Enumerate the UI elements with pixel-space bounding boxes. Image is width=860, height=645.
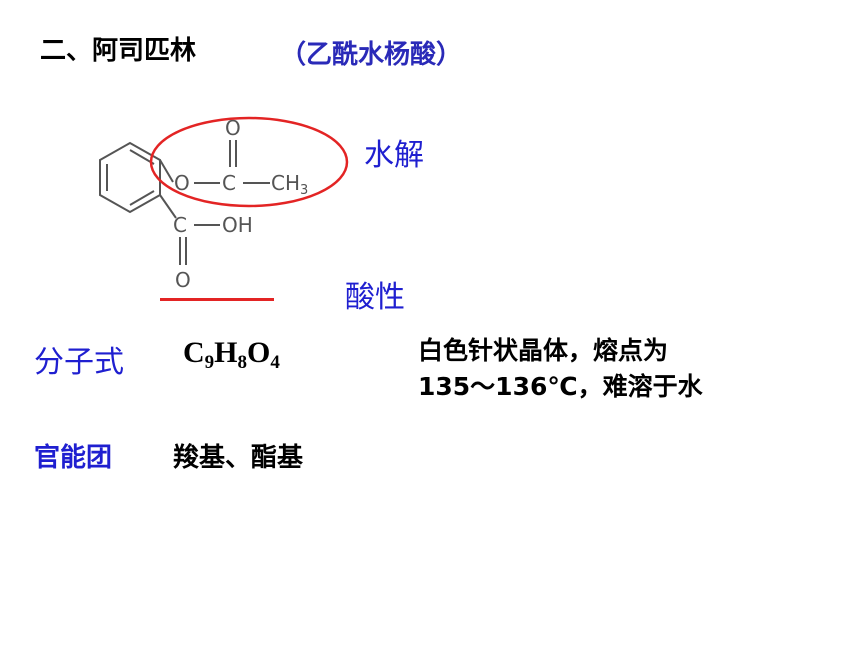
properties-line-2: 135～136℃，难溶于水 xyxy=(418,372,703,401)
atom-methyl: CH3 xyxy=(271,171,308,198)
atom-hydroxyl: OH xyxy=(222,213,253,237)
slide-heading: 二、阿司匹林 xyxy=(40,36,197,66)
ester-highlight-ellipse xyxy=(149,116,349,208)
slide-subheading: （乙酰水杨酸） xyxy=(280,40,463,70)
benzene-ring xyxy=(99,141,161,214)
physical-properties: 白色针状晶体，熔点为 135～136℃，难溶于水 xyxy=(418,333,703,405)
functional-groups-value: 羧基、酯基 xyxy=(173,443,304,473)
ring-double-bond xyxy=(129,190,155,206)
acidity-label: 酸性 xyxy=(345,280,405,315)
properties-line-1: 白色针状晶体，熔点为 xyxy=(418,336,669,365)
atom-carboxyl-O: O xyxy=(175,268,191,292)
acidity-underline xyxy=(160,298,274,301)
atom-ester-C: C xyxy=(222,171,236,195)
molecular-formula-label: 分子式 xyxy=(34,345,124,380)
atom-carboxyl-C: C xyxy=(173,213,187,237)
bond-ring-O xyxy=(159,159,174,183)
atom-carbonyl-O: O xyxy=(225,116,241,140)
molecular-formula: C9H8O4 xyxy=(183,336,280,373)
atom-ester-O: O xyxy=(174,171,190,195)
aspirin-structure-diagram: O C O CH3 C OH O xyxy=(99,116,349,292)
hydrolysis-label: 水解 xyxy=(364,138,424,173)
functional-groups-label: 官能团 xyxy=(34,443,113,473)
bond-ring-C xyxy=(159,194,177,219)
